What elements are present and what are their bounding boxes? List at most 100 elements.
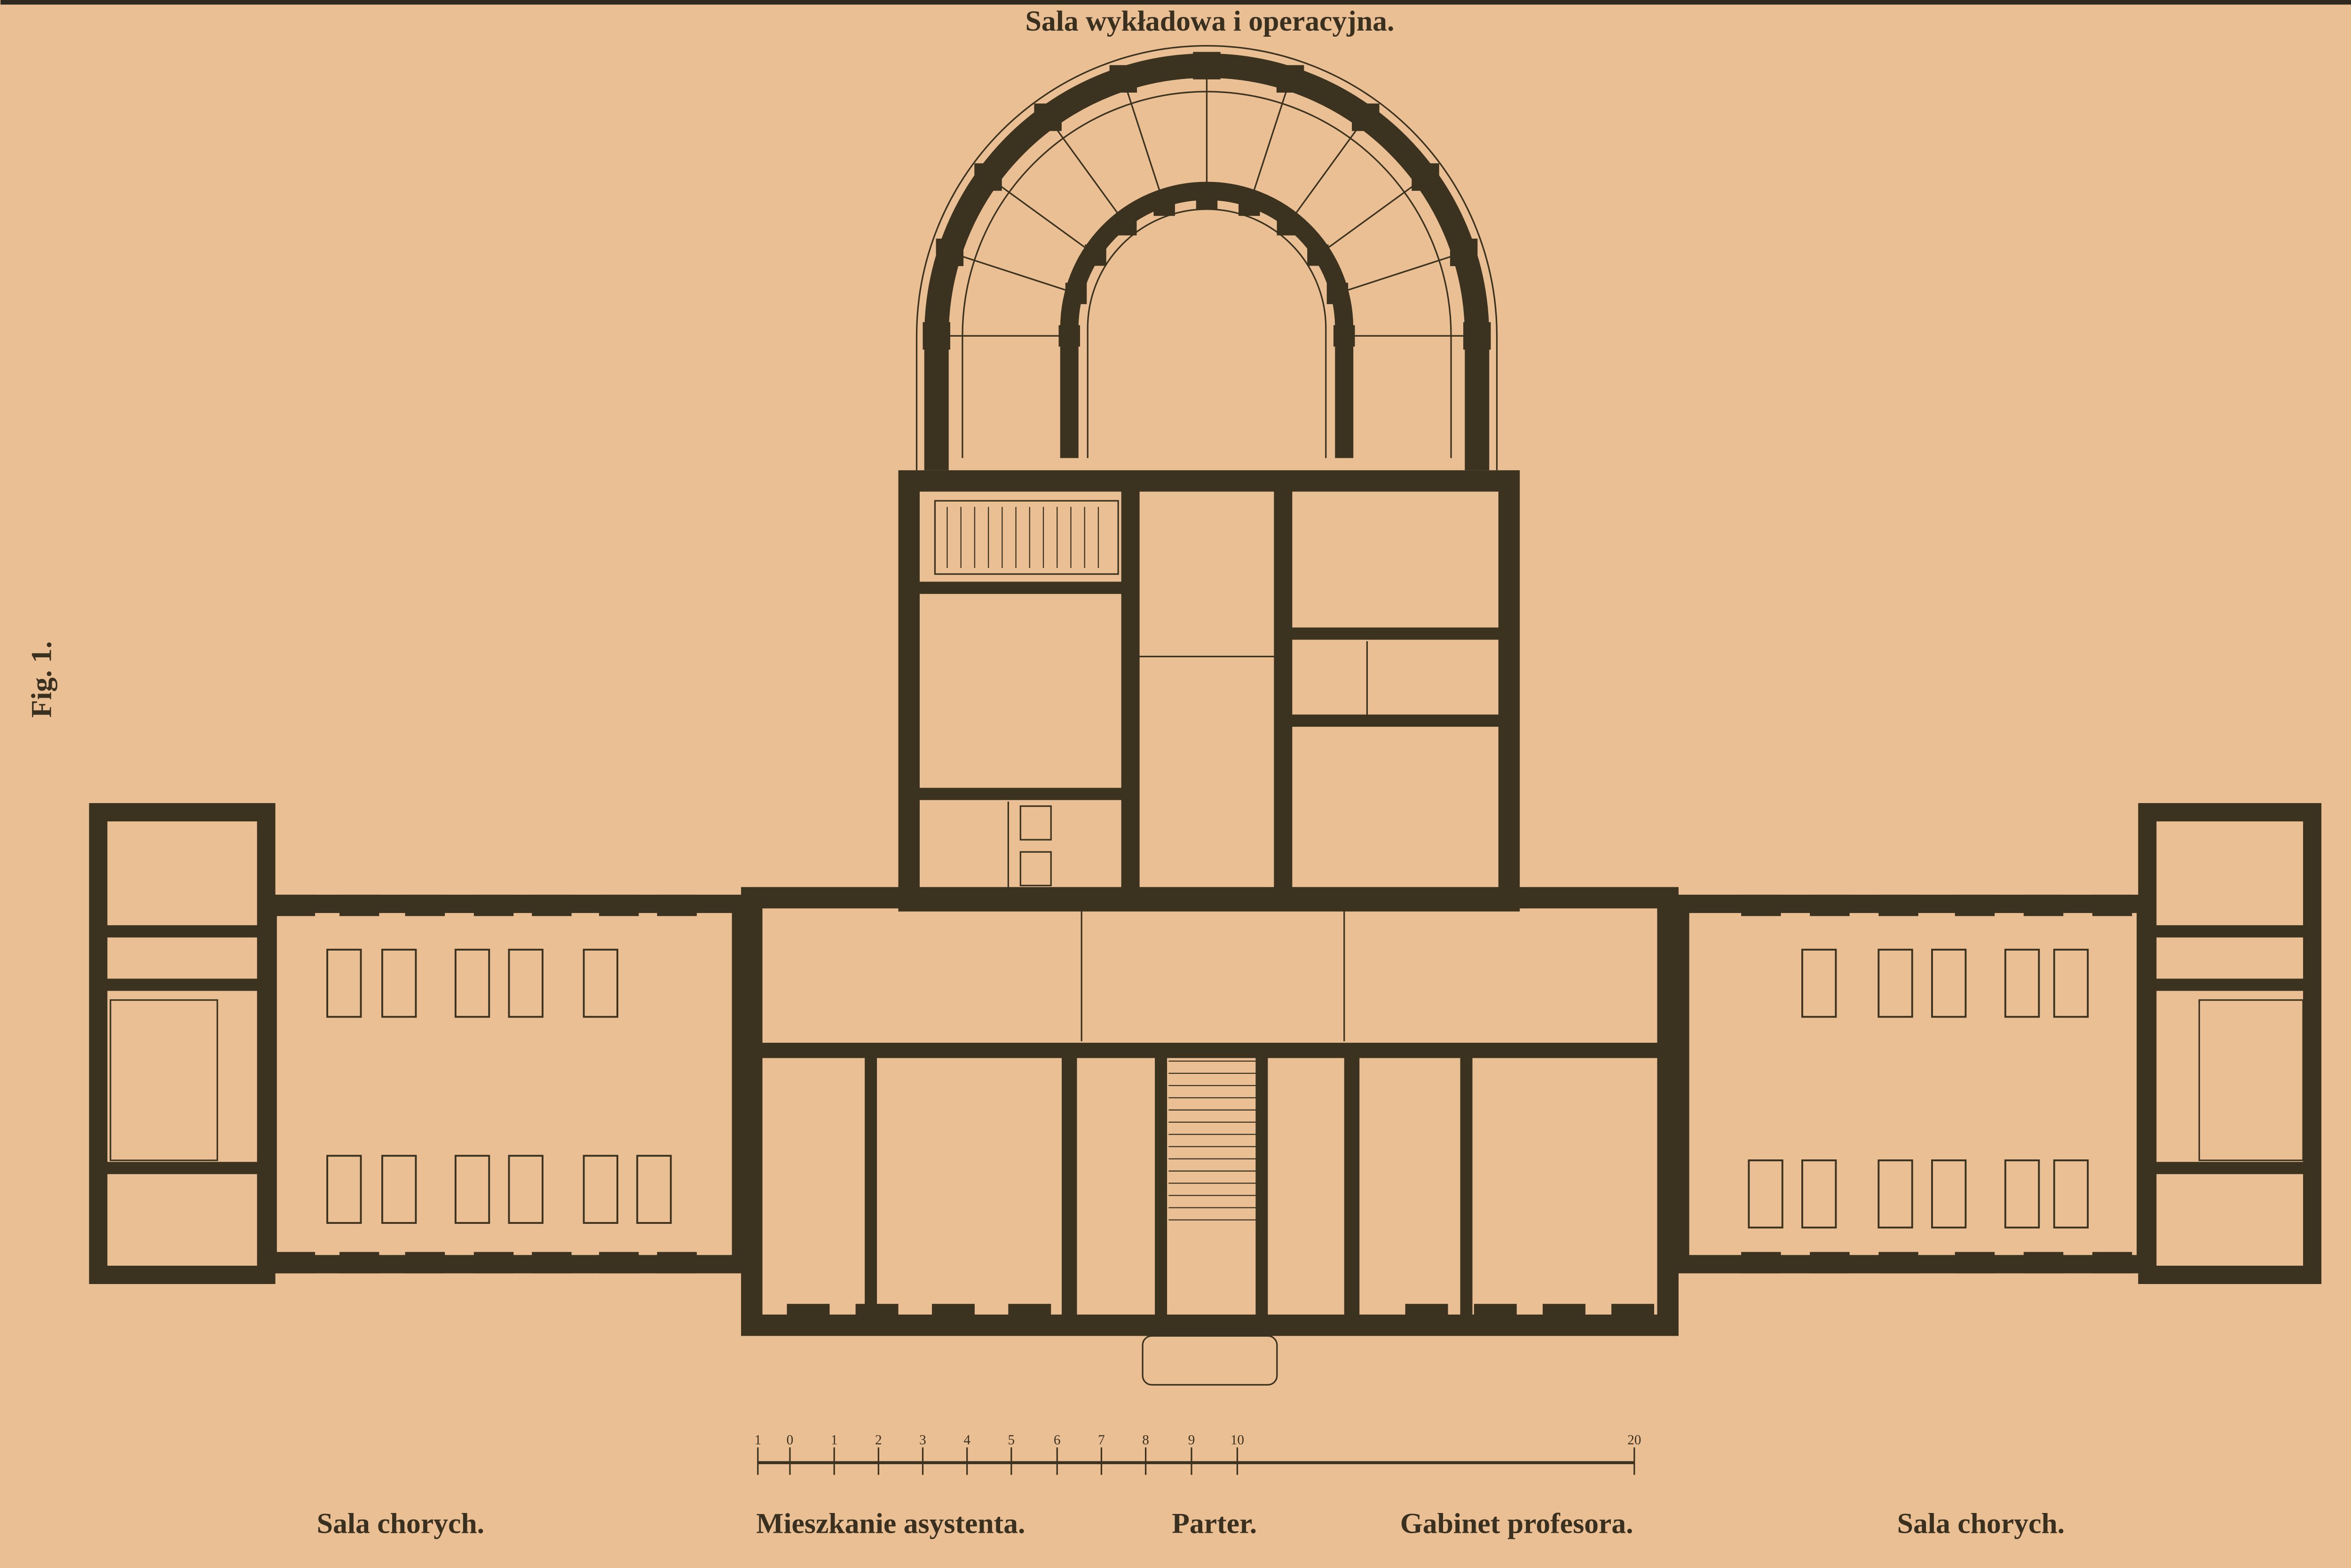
apse-inner-pier [1153, 194, 1175, 216]
apse-pier [1463, 322, 1491, 350]
wall-pier [1878, 894, 1918, 916]
bed [326, 948, 362, 1018]
bed [1801, 948, 1837, 1018]
scale-tick-label: 1 [754, 1433, 761, 1448]
window-piers [275, 894, 2132, 1329]
bed [636, 1155, 672, 1224]
bed [583, 1155, 618, 1224]
wall-pier [1611, 1304, 1654, 1329]
bed [2053, 948, 2089, 1018]
apse-seat-ray [1249, 86, 1289, 203]
label-professor-office: Gabinet profesora. [1400, 1507, 1633, 1539]
bed [454, 1155, 490, 1224]
bed [1931, 1159, 1967, 1229]
wall-pier [657, 1252, 697, 1274]
bed [1878, 1159, 1913, 1229]
apse-seat-ray [1288, 123, 1362, 223]
apse-seat-ray [1051, 123, 1125, 223]
wall-pier [405, 894, 445, 916]
scale-tick-label: 4 [963, 1433, 970, 1448]
apse-pier [936, 238, 964, 267]
wall-pier [599, 894, 639, 916]
scale-tick-label: 9 [1188, 1433, 1195, 1448]
wall-pier [532, 1252, 572, 1274]
figure-label: Fig. 1. [25, 641, 57, 718]
wall-pier [657, 894, 697, 916]
apse-pier [1412, 163, 1439, 191]
bed [1801, 1159, 1837, 1229]
wall-pier [405, 1252, 445, 1274]
wall-pier [2023, 1252, 2064, 1274]
apse-inner-pier [1085, 244, 1106, 266]
bed [381, 1155, 417, 1224]
scale-tick-label: 8 [1142, 1433, 1149, 1448]
scale-tick-label: 3 [919, 1433, 926, 1448]
apse-seat-ray [956, 254, 1073, 293]
wall-pier [1878, 1252, 1918, 1274]
apse-inner-pier [1196, 188, 1218, 209]
label-left-ward: Sala chorych. [317, 1507, 484, 1539]
wall-pier [275, 894, 316, 916]
apse-inner-pier [1239, 194, 1260, 216]
wall-pier [532, 894, 572, 916]
bed [1748, 1159, 1783, 1229]
bed [454, 948, 490, 1018]
apse-pier [923, 322, 950, 350]
apse-seat-ray [1340, 254, 1457, 293]
apse-pier [1109, 65, 1137, 93]
wall-pier [1810, 1252, 1850, 1274]
apse-inner-pier [1277, 214, 1299, 236]
bed [583, 948, 618, 1018]
bed [1931, 948, 1967, 1018]
wall-pier [275, 1252, 316, 1274]
apse-pier [1450, 238, 1478, 267]
wall-pier [473, 894, 514, 916]
apse-inner-pier [1333, 325, 1355, 347]
wall-pier [2023, 894, 2064, 916]
scale-tick-label: 6 [1054, 1433, 1061, 1448]
bed [326, 1155, 362, 1224]
wall-pier [1810, 894, 1850, 916]
apse-inner-pier [1326, 283, 1349, 304]
label-assistant-flat: Mieszkanie asystenta. [756, 1507, 1025, 1539]
main-block [741, 887, 1679, 1386]
bed [2004, 948, 2040, 1018]
bed [2053, 1159, 2089, 1229]
apse-seat-ray [1320, 181, 1420, 254]
apse-pier [1352, 103, 1380, 131]
wall-pier [931, 1304, 975, 1329]
wall-pier [787, 1304, 830, 1329]
wall-pier [339, 894, 379, 916]
bed [2004, 1159, 2040, 1229]
wall-pier [2092, 1252, 2132, 1274]
scale-tick-label: 2 [875, 1433, 882, 1448]
apse-inner-pier [1058, 325, 1080, 347]
scale-tick-label: 1 [831, 1433, 838, 1448]
wall-pier [1955, 1252, 1995, 1274]
title-label: Sala wykładowa i operacyjna. [1026, 5, 1395, 37]
top-border [0, 0, 2351, 5]
wall-pier [1008, 1304, 1051, 1329]
scale-tick-label: 10 [1231, 1433, 1244, 1448]
bed [1878, 948, 1913, 1018]
wall-pier [599, 1252, 639, 1274]
wall-pier [2092, 894, 2132, 916]
wall-pier [1474, 1304, 1517, 1329]
apse-pier [974, 163, 1002, 191]
wall-pier [1955, 894, 1995, 916]
wall-pier [1542, 1304, 1586, 1329]
ward-beds [326, 948, 2089, 1229]
label-floor: Parter. [1172, 1507, 1257, 1539]
apse-inner-pier [1065, 283, 1087, 304]
apse-pier [1034, 103, 1062, 131]
bed [508, 948, 544, 1018]
wall-pier [339, 1252, 379, 1274]
apse-pier [1193, 52, 1221, 79]
lecture-hall-apse [915, 45, 1498, 471]
apse-seat-ray [994, 181, 1094, 254]
bed [381, 948, 417, 1018]
label-right-ward: Sala chorych. [1897, 1507, 2065, 1539]
wall-pier [1741, 1252, 1781, 1274]
